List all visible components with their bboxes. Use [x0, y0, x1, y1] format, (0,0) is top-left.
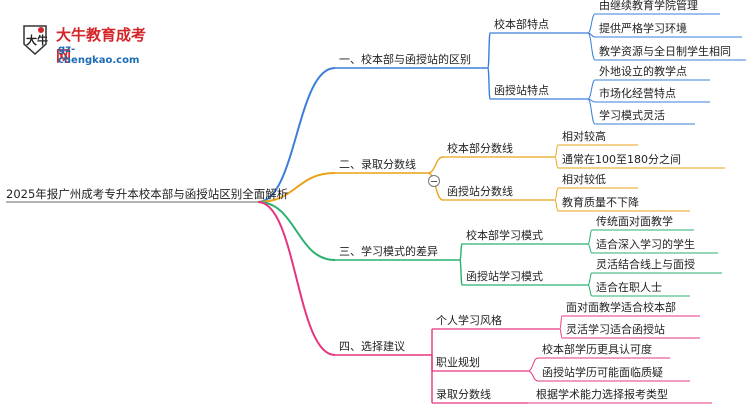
site-logo: 大牛 大牛教育成考网 gz-chengkao.com [8, 12, 148, 66]
leaf-label: 校本部学历更具认可度 [542, 343, 652, 356]
leaf-label: 市场化经营特点 [599, 87, 676, 100]
branch-connector [257, 172, 336, 203]
leaf-connector [554, 199, 559, 212]
leaf-connector [587, 98, 596, 125]
leaf-connector [527, 357, 539, 372]
leaf-label: 适合在职人士 [596, 281, 662, 294]
leaf-connector [587, 272, 593, 286]
subtopic-connector [459, 243, 463, 261]
subtopic-label: 校本部特点 [494, 18, 549, 31]
leaf-label: 灵活学习适合函授站 [566, 323, 665, 336]
logo-title: 大牛教育成考网 [56, 26, 147, 65]
leaf-connector [554, 144, 559, 158]
leaf-connector [559, 315, 563, 330]
leaf-connector [554, 187, 559, 201]
branch-label: 三、学习模式的差异 [339, 245, 438, 258]
leaf-label: 教育质量不下降 [562, 196, 639, 209]
subtopic-label: 校本部分数线 [447, 142, 513, 155]
leaf-label: 教学资源与全日制学生相同 [599, 45, 731, 58]
leaf-label: 面对面教学适合校本部 [566, 301, 676, 314]
leaf-label: 相对较高 [562, 130, 606, 143]
subtopic-connector [427, 156, 444, 174]
subtopic-label: 函授站学习模式 [466, 270, 543, 283]
leaf-connector [559, 328, 563, 339]
leaf-label: 函授站学历可能面临质疑 [542, 366, 663, 379]
leaf-connector [587, 284, 593, 297]
subtopic-label: 函授站分数线 [447, 185, 513, 198]
logo-url: gz-chengkao.com [58, 44, 140, 66]
subtopic-label: 录取分数线 [436, 388, 491, 401]
leaf-label: 学习模式灵活 [599, 109, 665, 122]
leaf-connector [587, 229, 593, 245]
branch-label: 二、录取分数线 [339, 158, 416, 171]
leaf-connector [587, 13, 596, 34]
subtopic-label: 校本部学习模式 [466, 229, 543, 242]
leaf-label: 相对较低 [562, 173, 606, 186]
subtopic-connector [459, 259, 463, 286]
collapse-toggle-icon[interactable] [428, 175, 440, 187]
branch-label: 四、选择建议 [339, 340, 405, 353]
root-topic: 2025年报广州成考专升本校本部与函授站区别全面解析 [6, 187, 289, 201]
subtopic-label: 职业规划 [436, 356, 480, 369]
leaf-label: 提供严格学习环境 [599, 22, 687, 35]
branch-connector [257, 67, 336, 203]
leaf-connector [554, 156, 559, 169]
logo-badge-text: 大牛 [26, 33, 48, 47]
leaf-label: 根据学术能力选择报考类型 [536, 388, 668, 401]
leaf-connector [587, 79, 596, 100]
leaf-label: 适合深入学习的学生 [596, 238, 695, 251]
logo-badge-icon: 大牛 [23, 25, 48, 56]
leaf-label: 灵活结合线上与面授 [596, 258, 695, 271]
subtopic-connector [487, 67, 491, 100]
leaf-connector [527, 370, 539, 382]
leaf-label: 通常在100至180分之间 [562, 153, 681, 166]
leaf-connector [587, 243, 593, 254]
subtopic-label: 个人学习风格 [436, 314, 502, 327]
leaf-label: 外地设立的教学点 [599, 65, 687, 78]
subtopic-connector [487, 32, 491, 69]
leaf-label: 传统面对面教学 [596, 215, 673, 228]
leaf-label: 由继续教育学院管理 [599, 0, 698, 12]
leaf-connector [587, 32, 596, 61]
branch-label: 一、校本部与函授站的区别 [339, 53, 471, 66]
subtopic-label: 函授站特点 [494, 84, 549, 97]
branch-connector [257, 201, 336, 261]
branch-connector [257, 201, 336, 356]
